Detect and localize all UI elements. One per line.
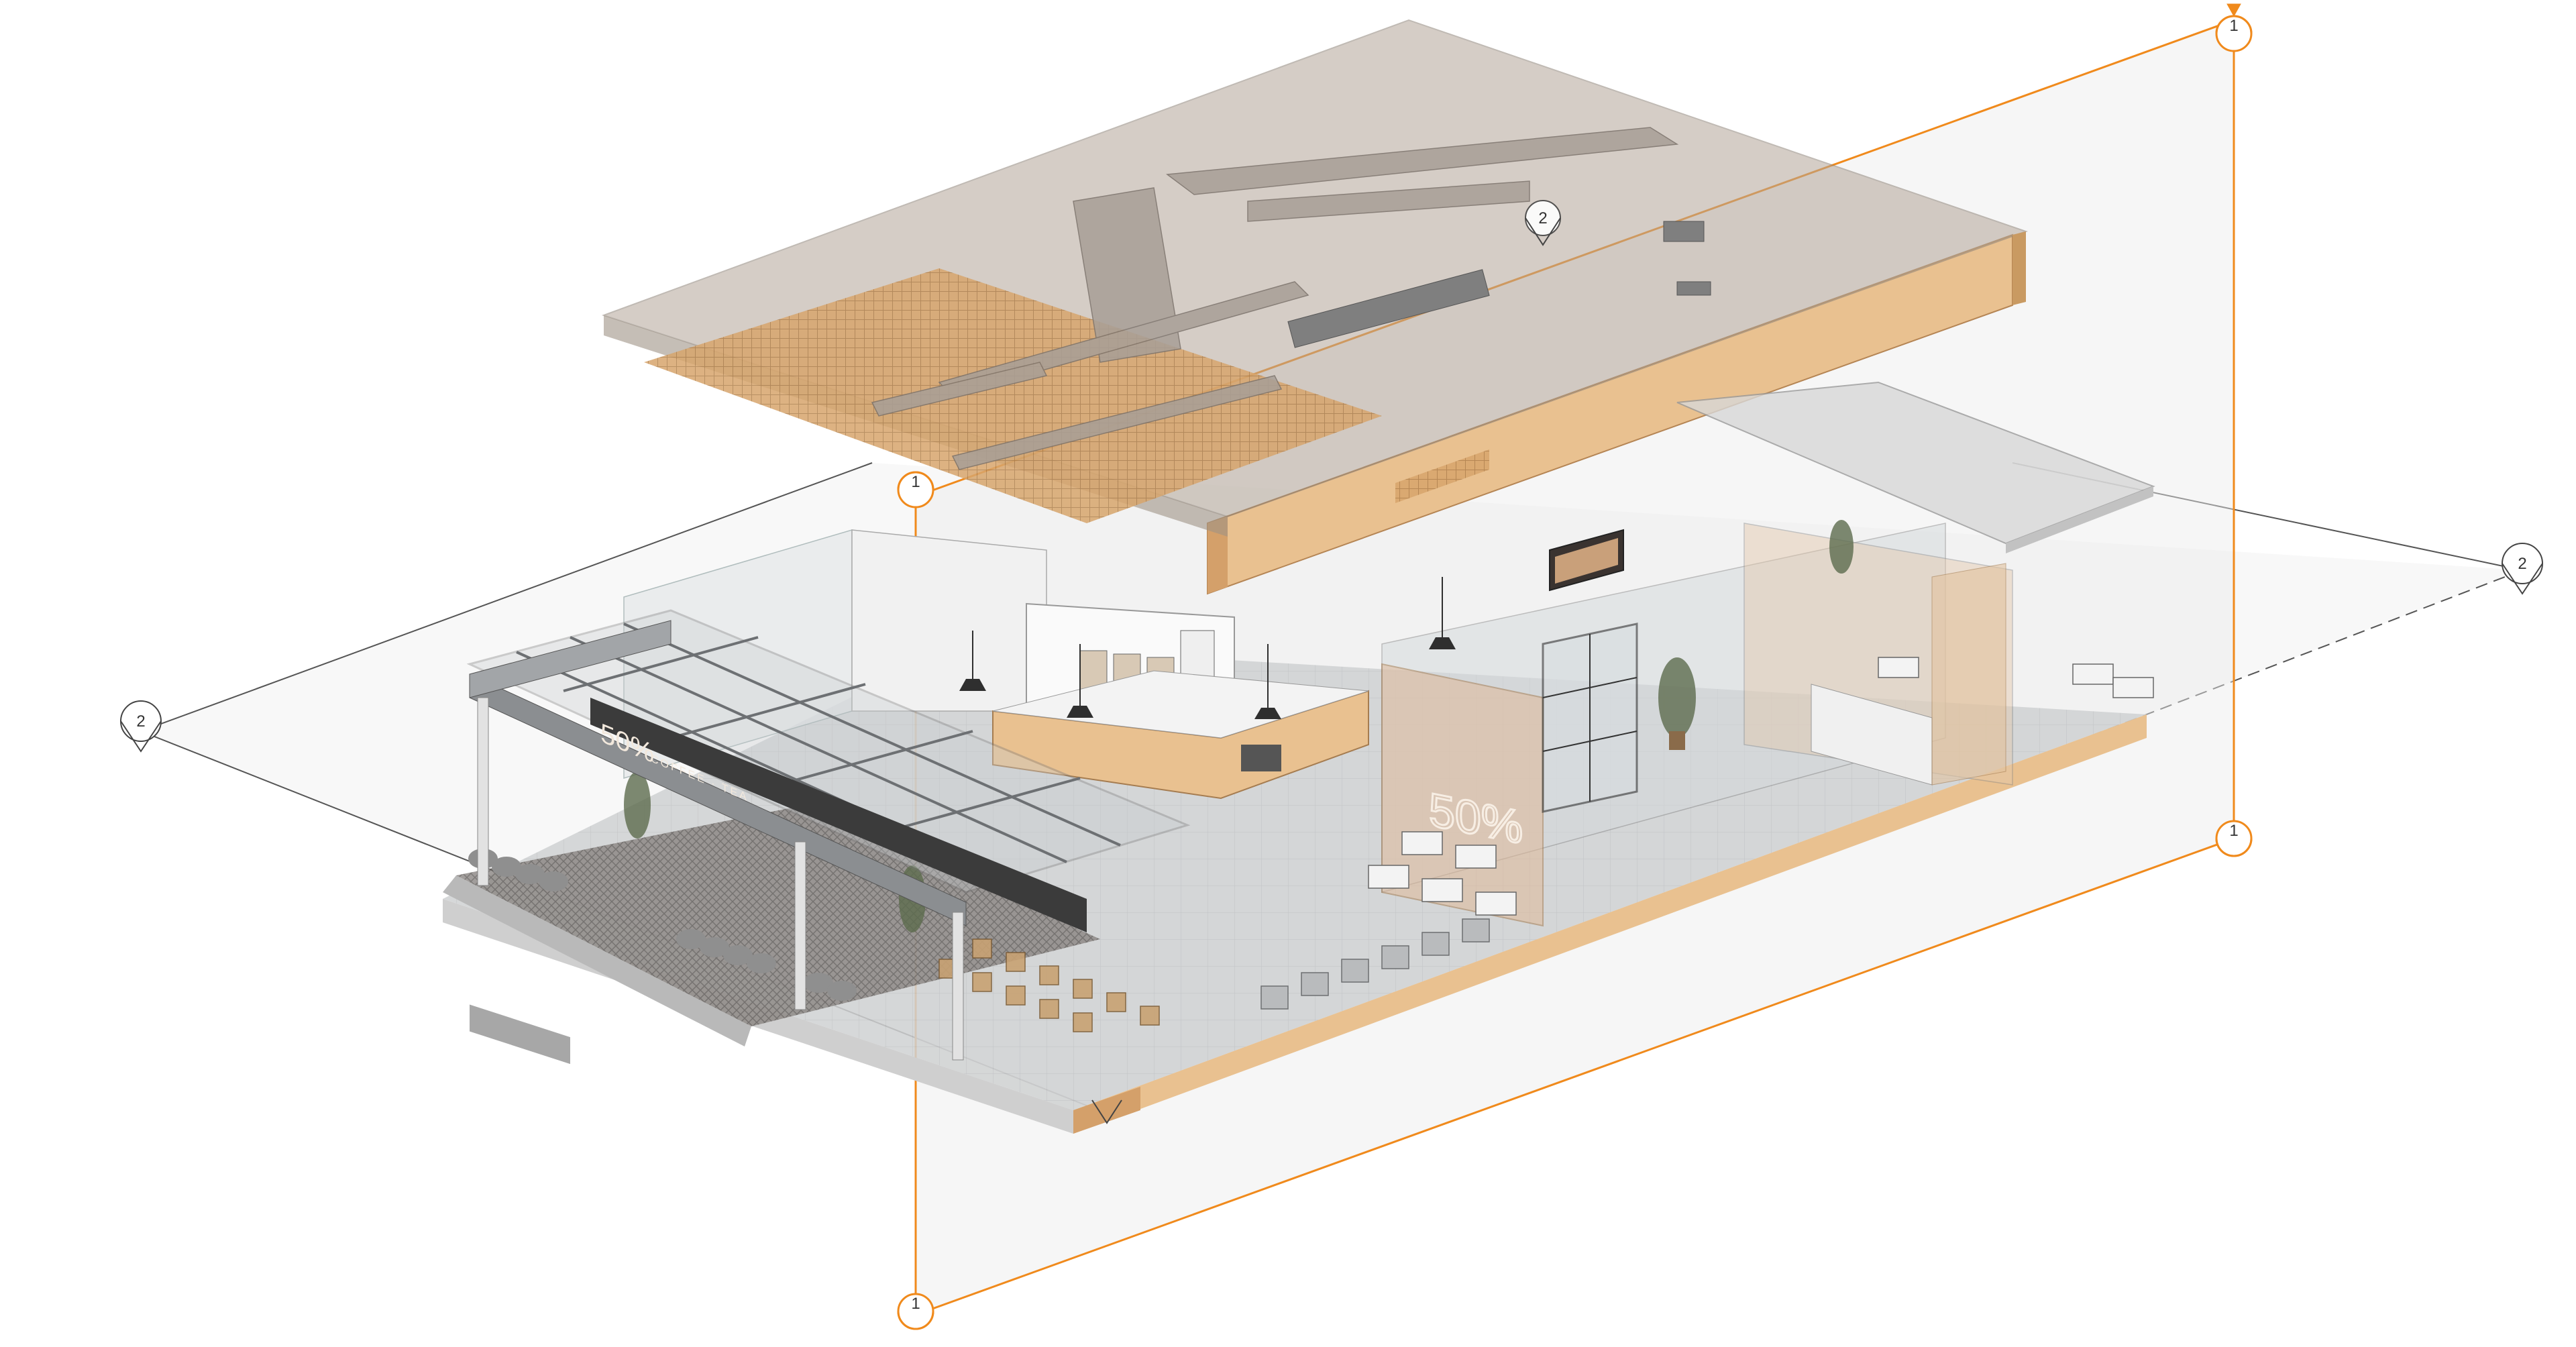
planter-row [468, 849, 857, 1065]
section-marker-1-bottom: 1 [897, 1293, 934, 1330]
section-marker-label: 2 [1538, 209, 1547, 227]
section-marker-label: 1 [911, 473, 920, 491]
terrace-pergola: 50% COFFEE · TEA [466, 609, 1191, 1061]
section-marker-1-top: 1 [2215, 3, 2253, 52]
section-marker-label: 1 [2229, 822, 2238, 840]
coffee-bar-counter [992, 670, 1369, 800]
section-marker-2-bottom [1091, 1099, 1122, 1124]
section-marker-2-left: 2 [120, 700, 162, 753]
section-marker-1-upper-left: 1 [897, 471, 934, 508]
glass-door [1542, 623, 1638, 813]
section-marker-2-ceiling: 2 [1525, 200, 1561, 246]
ceiling-layer [601, 19, 2155, 595]
section-marker-label: 2 [136, 712, 145, 731]
wall-tv [1549, 529, 1624, 592]
section-marker-2-right: 2 [2502, 543, 2543, 595]
section-marker-1-mid-right: 1 [2215, 820, 2253, 857]
section-marker-label: 1 [2229, 17, 2238, 35]
section-marker-label: 2 [2518, 555, 2526, 573]
potted-plant [1829, 520, 1854, 574]
section-marker-label: 1 [911, 1295, 920, 1313]
potted-plant [1658, 657, 1696, 750]
pendant-lights [959, 577, 1456, 719]
